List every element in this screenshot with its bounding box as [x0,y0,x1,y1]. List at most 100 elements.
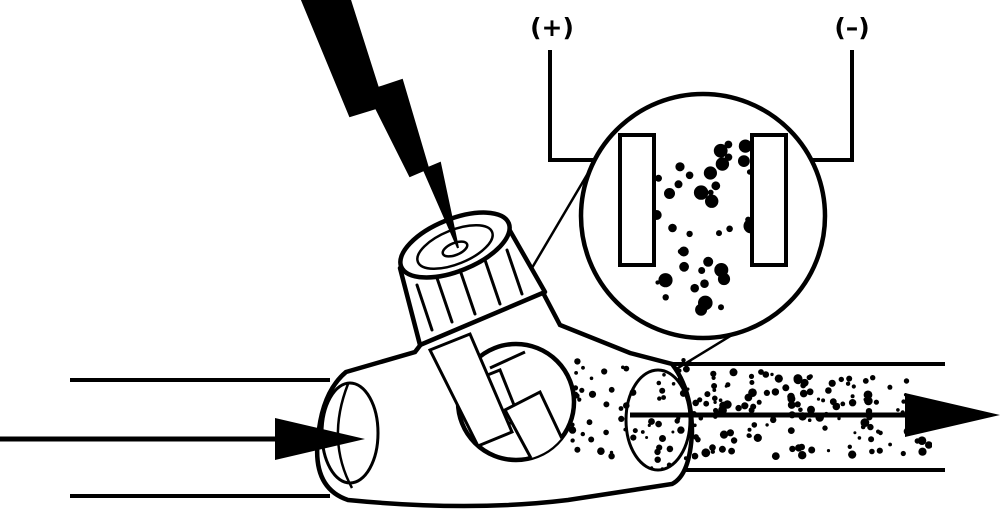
outlet-opening [624,368,692,472]
particle [847,444,852,449]
particle [787,394,796,403]
particle [745,403,749,408]
particle [692,399,699,407]
particle [668,223,677,233]
particle [900,450,906,457]
particle [679,389,687,397]
particle [888,442,892,447]
negative-terminal-label: (–) [834,13,869,42]
particle [671,430,675,434]
particle [574,358,581,365]
particle [800,382,807,389]
particle [758,369,764,375]
particle [700,188,706,193]
particle [846,375,853,382]
particle [683,456,688,461]
particle [623,402,630,409]
particle [748,388,757,398]
particle [860,418,870,427]
particle [848,450,857,459]
particle [629,389,637,396]
positive-terminal-label: (+) [530,13,574,42]
particle [700,279,709,289]
particle [621,365,625,370]
particle [618,415,625,422]
particle [645,436,649,439]
circuit-wires [548,50,854,162]
particle [618,406,624,411]
particle [656,444,663,451]
particle [798,451,807,460]
particle [826,449,831,453]
particle [730,437,738,444]
particle [876,447,883,454]
particle [603,401,610,408]
particle [851,384,856,389]
particle [873,399,880,405]
particle [750,403,757,410]
particle [656,380,662,386]
particle [770,416,777,424]
particle [692,452,699,460]
particle [657,396,662,401]
particle [603,429,609,436]
particle [876,429,881,434]
particle [623,365,630,372]
particle [808,446,816,454]
particle [695,436,701,443]
particle [662,294,669,301]
particle [808,407,815,414]
particle [675,162,685,172]
particle [723,400,732,409]
particle [725,382,731,388]
particle [771,388,780,396]
particle [688,360,692,364]
particle [901,399,906,404]
particle [577,397,582,402]
particle [714,263,729,277]
particle [822,425,828,431]
particle [710,370,717,377]
particle [647,423,651,427]
outlet-pipe [672,362,945,472]
particle [735,404,742,412]
particle [745,395,751,401]
zoom-detail-view [578,91,828,341]
particle [623,427,627,432]
particle [729,368,738,377]
particle [662,373,666,377]
particle [718,304,724,311]
particle [711,375,716,380]
particle [738,139,753,153]
particle [867,423,874,431]
particle [836,403,840,407]
particle [806,388,814,396]
particle [789,445,796,453]
particle [799,389,808,398]
particle [679,261,689,272]
particle [666,462,672,468]
particle [660,467,665,471]
particle [753,433,762,442]
arrow-right-icon [905,393,1000,437]
particle [726,225,733,233]
particle [746,433,752,438]
particle [648,418,655,425]
particle [674,418,680,424]
particle [825,387,832,394]
particle [837,416,841,421]
electrode-cap [397,210,548,448]
particle [707,189,714,196]
particle [840,401,846,407]
particle [828,379,836,387]
particle [918,447,927,456]
particle [718,445,726,453]
particle [588,390,597,398]
particle [703,256,714,267]
particle [701,448,711,458]
particle [853,431,857,435]
particle [568,426,577,434]
particle [787,427,795,434]
positive-electrode-plate [618,133,656,267]
